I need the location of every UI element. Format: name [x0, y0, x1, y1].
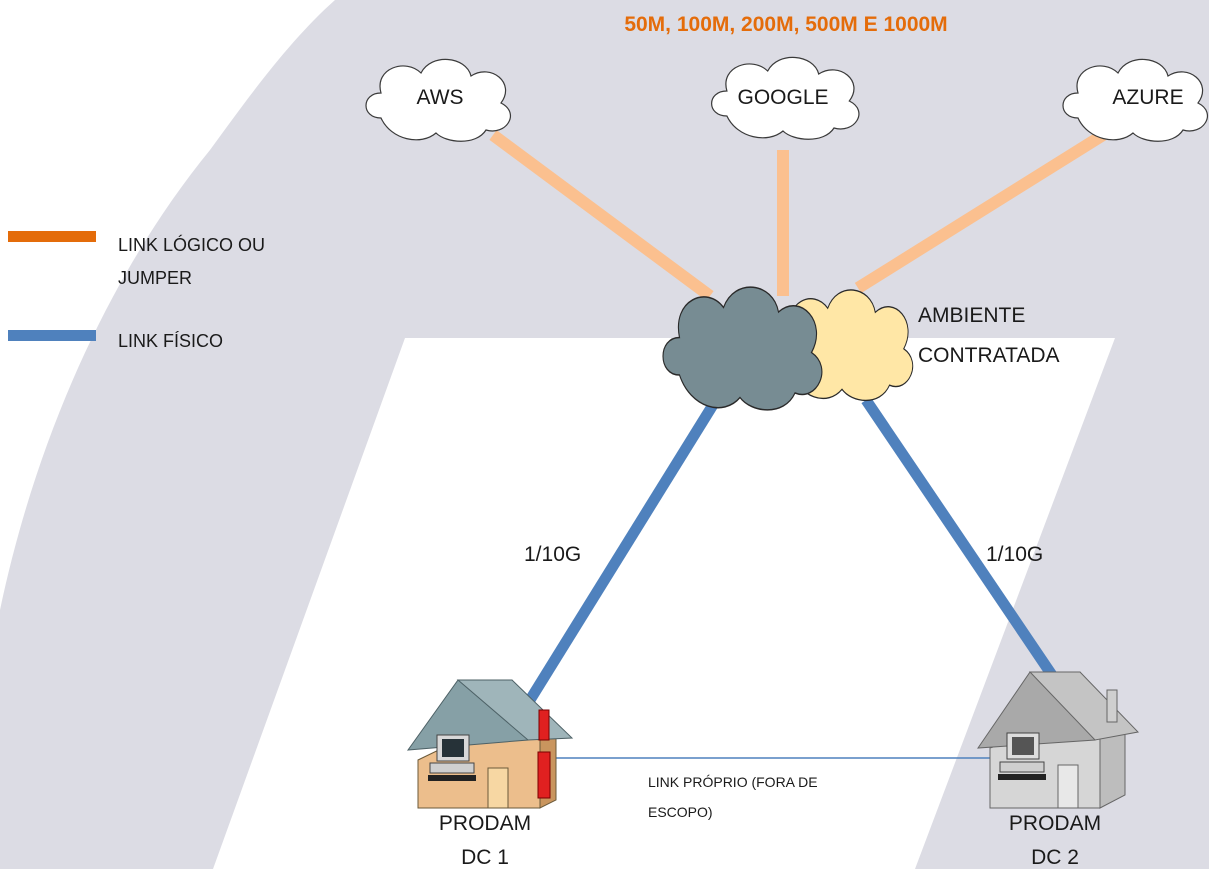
house-dc1-icon: [406, 679, 574, 809]
own-link-label-2: ESCOPO): [648, 804, 713, 820]
own-link-label-1: LINK PRÓPRIO (FORA DE: [648, 774, 818, 790]
left-speed-label: 1/10G: [524, 543, 581, 566]
dc1-label-2: DC 1: [461, 846, 509, 869]
link-azure: [854, 129, 1107, 294]
link-aws: [489, 130, 714, 301]
right-speed-label: 1/10G: [986, 543, 1043, 566]
dc2-label-2: DC 2: [1031, 846, 1079, 869]
cloud-azure-label: AZURE: [1112, 86, 1183, 109]
hub-label-1: AMBIENTE: [918, 304, 1025, 327]
cloud-google-label: GOOGLE: [737, 86, 828, 109]
legend-physical-swatch: [8, 330, 96, 341]
link-dc2: [861, 396, 1063, 688]
bandwidth-title: 50M, 100M, 200M, 500M E 1000M: [624, 13, 947, 36]
physical-links: [525, 396, 1063, 759]
legend-physical-label: LINK FÍSICO: [118, 331, 223, 351]
dc2-label-1: PRODAM: [1009, 812, 1101, 835]
cloud-aws-label: AWS: [416, 86, 463, 109]
legend-logical-label-2: JUMPER: [118, 268, 192, 288]
legend-logical-label-1: LINK LÓGICO OU: [118, 234, 265, 255]
legend: LINK LÓGICO OU JUMPER LINK FÍSICO: [8, 231, 265, 351]
logical-links: [489, 129, 1107, 301]
hub-label-2: CONTRATADA: [918, 344, 1060, 367]
legend-logical-swatch: [8, 231, 96, 242]
dc1-label-1: PRODAM: [439, 812, 531, 835]
link-dc1: [525, 397, 721, 703]
house-dc2-icon: [977, 671, 1140, 809]
